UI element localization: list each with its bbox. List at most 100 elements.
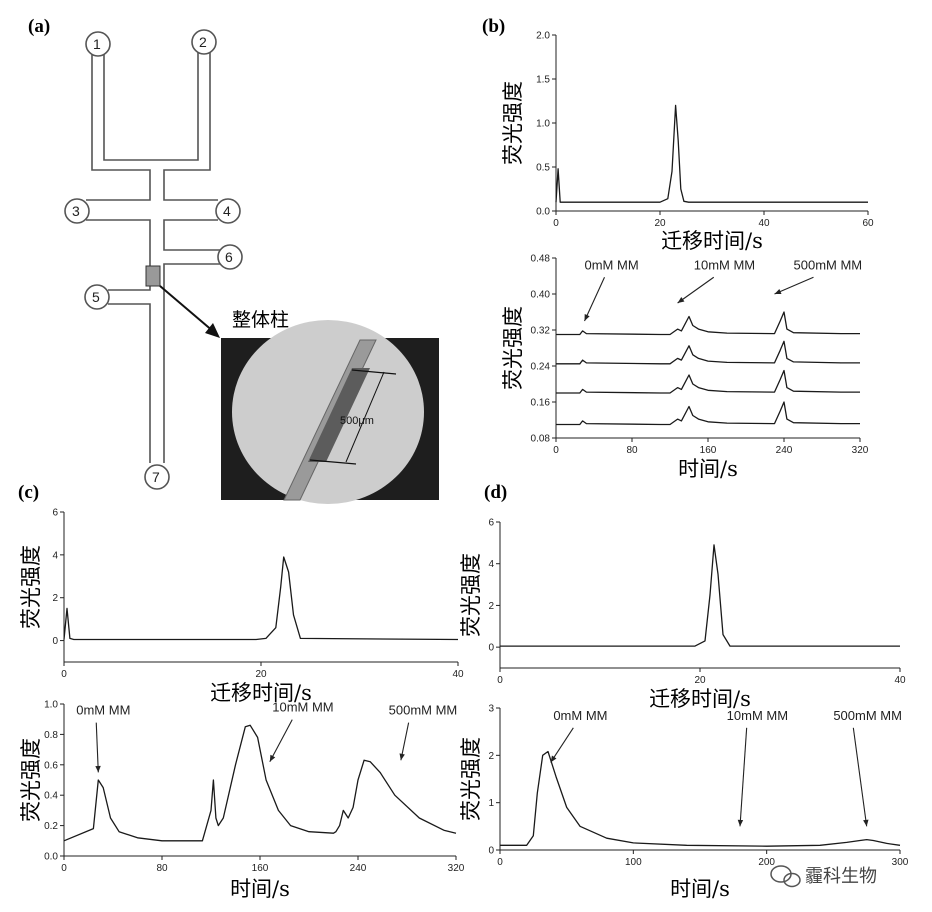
y-tick-label: 4 [52, 550, 58, 561]
annotation-label: 0mM MM [76, 703, 130, 718]
annotation-arrow-head [863, 819, 869, 827]
x-tick-label: 240 [776, 445, 793, 456]
panel-label-d: (d) [484, 482, 507, 503]
micrograph: 500μm [221, 320, 439, 504]
monolith-label: 整体柱 [232, 309, 289, 331]
series-line [556, 401, 860, 426]
annotation-arrow-head [584, 314, 590, 321]
series-line [500, 544, 900, 647]
annotation-label: 500mM MM [794, 257, 863, 272]
x-tick-label: 20 [255, 669, 267, 680]
series-line [63, 724, 457, 842]
y-tick-label: 0.0 [44, 852, 58, 863]
watermark: 霾科生物 [770, 865, 877, 888]
x-axis-title: 迁移时间/s [649, 687, 751, 711]
port-label: 1 [93, 36, 101, 52]
y-tick-label: 0.16 [531, 398, 551, 409]
monolith-pointer-head [205, 323, 220, 338]
annotation-label: 10mM MM [272, 700, 333, 715]
x-axis-title: 时间/s [670, 877, 730, 901]
annotation-arrow-head [677, 297, 685, 303]
port-label: 7 [152, 469, 160, 485]
annotation-arrow [550, 727, 574, 763]
x-tick-label: 40 [894, 675, 906, 686]
x-tick-label: 60 [862, 218, 874, 229]
series-line [556, 311, 860, 336]
annotation-arrow [774, 276, 814, 295]
y-tick-label: 0.2 [44, 821, 58, 832]
y-tick-label: 0.40 [531, 290, 551, 301]
x-tick-label: 0 [497, 675, 503, 686]
x-tick-label: 320 [852, 445, 869, 456]
y-tick-label: 6 [52, 508, 58, 519]
y-tick-label: 0.32 [531, 326, 551, 337]
y-axis-title: 荧光强度 [501, 306, 525, 390]
port-label: 4 [223, 203, 231, 219]
x-tick-label: 20 [654, 218, 666, 229]
annotation-arrow-head [269, 754, 276, 762]
x-tick-label: 80 [626, 445, 638, 456]
annotation-arrow [739, 727, 748, 827]
monolith-column [145, 265, 161, 287]
annotation-arrow-head [95, 765, 101, 773]
series-line [555, 104, 868, 203]
x-tick-label: 320 [448, 863, 465, 874]
y-tick-label: 1.0 [44, 700, 58, 711]
y-tick-label: 0 [488, 643, 494, 654]
y-tick-label: 2.0 [536, 31, 550, 42]
y-tick-label: 0 [52, 636, 58, 647]
wechat-icon [770, 865, 801, 888]
panel-label-b: (b) [482, 16, 505, 37]
panel-label-c: (c) [18, 482, 39, 503]
y-tick-label: 0.6 [44, 760, 58, 771]
x-axis-title: 迁移时间/s [210, 681, 312, 705]
y-tick-label: 0.5 [536, 163, 550, 174]
annotation-arrow [95, 722, 99, 773]
y-tick-label: 0.0 [536, 207, 550, 218]
port-5: 5 [84, 284, 110, 310]
port-2: 2 [191, 29, 217, 55]
x-tick-label: 0 [553, 218, 559, 229]
x-tick-label: 0 [61, 669, 67, 680]
x-tick-label: 40 [452, 669, 464, 680]
scale-label: 500μm [340, 415, 374, 427]
y-tick-label: 6 [488, 518, 494, 529]
x-tick-label: 160 [252, 863, 269, 874]
annotation-arrow [583, 277, 606, 322]
chip-ports: 1 2 3 4 5 6 7 [64, 29, 243, 490]
panel-label-a: (a) [28, 16, 50, 37]
y-tick-label: 2 [52, 593, 58, 604]
x-tick-label: 300 [892, 857, 909, 868]
chip-channel-outline [86, 50, 221, 463]
y-axis-title: 荧光强度 [459, 737, 483, 821]
series-line [556, 369, 860, 394]
port-label: 2 [199, 34, 207, 50]
x-tick-label: 0 [497, 857, 503, 868]
y-axis-title: 荧光强度 [459, 553, 483, 637]
y-tick-label: 0.24 [531, 362, 551, 373]
x-tick-label: 0 [553, 445, 559, 456]
x-tick-label: 200 [758, 857, 775, 868]
monolith-pointer-arrow [159, 285, 215, 333]
port-4: 4 [215, 198, 241, 224]
x-tick-label: 80 [156, 863, 168, 874]
y-axis-title: 荧光强度 [19, 738, 43, 822]
y-tick-label: 1.5 [536, 75, 550, 86]
series-line [63, 556, 459, 641]
x-axis-title: 时间/s [230, 877, 290, 901]
annotation-arrow [677, 276, 715, 304]
x-tick-label: 20 [694, 675, 706, 686]
y-axis-title: 荧光强度 [19, 545, 43, 629]
annotation-label: 0mM MM [585, 257, 639, 272]
port-1: 1 [85, 31, 111, 57]
y-tick-label: 0.4 [44, 791, 58, 802]
x-tick-label: 100 [625, 857, 642, 868]
y-tick-label: 0.08 [531, 434, 551, 445]
annotation-arrow-head [774, 288, 782, 294]
series-line [556, 340, 860, 365]
y-tick-label: 0.8 [44, 730, 58, 741]
x-axis-title: 迁移时间/s [661, 229, 763, 253]
y-tick-label: 0.48 [531, 254, 551, 265]
